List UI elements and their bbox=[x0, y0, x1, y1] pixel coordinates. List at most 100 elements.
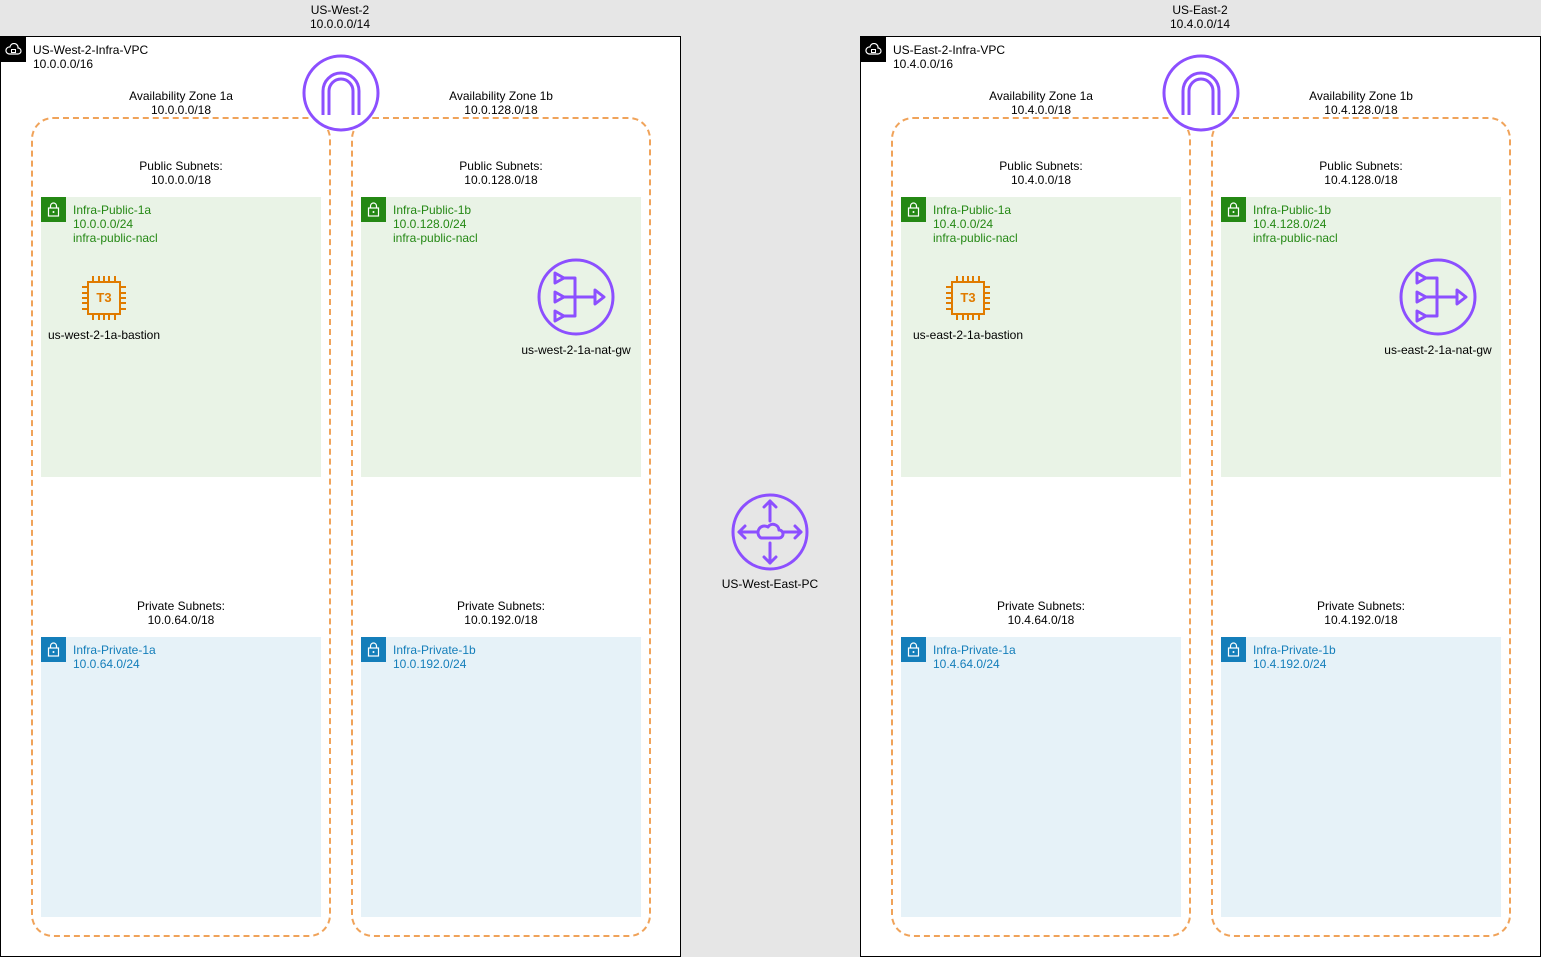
subnet-private-west-1b-text: Infra-Private-1b 10.0.192.0/24 bbox=[393, 643, 476, 671]
nat-gateway-icon[interactable] bbox=[1399, 258, 1477, 336]
subnet-infra-private-west-1a: Infra-Private-1a 10.0.64.0/24 bbox=[41, 637, 321, 917]
private-subnets-title: Private Subnets: bbox=[996, 599, 1086, 613]
subnet-infra-public-east-1a: Infra-Public-1a 10.4.0.0/24 infra-public… bbox=[901, 197, 1181, 477]
az-west-1b-cidr: 10.0.128.0/18 bbox=[464, 103, 538, 117]
bastion-east-label: us-east-2-1a-bastion bbox=[912, 328, 1024, 342]
private-subnets-cidr: 10.0.192.0/18 bbox=[464, 613, 538, 627]
vpc-east-name: US-East-2-Infra-VPC bbox=[893, 43, 1006, 57]
private-subnets-title: Private Subnets: bbox=[1316, 599, 1406, 613]
internet-gateway-icon[interactable] bbox=[302, 54, 380, 132]
private-subnets-west-1a-label: Private Subnets: 10.0.64.0/18 bbox=[81, 599, 281, 627]
private-subnets-cidr: 10.4.192.0/18 bbox=[1324, 613, 1398, 627]
subnet-cidr: 10.0.192.0/24 bbox=[393, 657, 467, 671]
az-west-1b bbox=[351, 117, 651, 937]
nat-gateway-icon[interactable] bbox=[537, 258, 615, 336]
az-east-1b-label: Availability Zone 1b 10.4.128.0/18 bbox=[1261, 89, 1461, 117]
az-west-1b-name: Availability Zone 1b bbox=[449, 89, 553, 103]
subnet-west-1a-text: Infra-Public-1a 10.0.0.0/24 infra-public… bbox=[73, 203, 158, 245]
region-east-name: US-East-2 bbox=[1172, 3, 1228, 17]
subnet-nacl: infra-public-nacl bbox=[73, 231, 158, 245]
public-subnets-east-1b-label: Public Subnets: 10.4.128.0/18 bbox=[1261, 159, 1461, 187]
subnet-name: Infra-Private-1a bbox=[933, 643, 1016, 657]
public-subnets-cidr: 10.4.0.0/18 bbox=[1010, 173, 1072, 187]
vpc-west-cidr: 10.0.0.0/16 bbox=[33, 57, 94, 71]
az-east-1a-name: Availability Zone 1a bbox=[989, 89, 1093, 103]
ec2-t3-instance-icon[interactable]: T3 bbox=[943, 273, 993, 323]
instance-type: T3 bbox=[960, 290, 976, 305]
bastion-west-label: us-west-2-1a-bastion bbox=[47, 328, 161, 342]
public-subnets-title: Public Subnets: bbox=[459, 159, 543, 173]
nat-gw-west-label: us-west-2-1a-nat-gw bbox=[521, 343, 631, 357]
subnet-cidr: 10.0.128.0/24 bbox=[393, 217, 467, 231]
subnet-cidr: 10.4.0.0/24 bbox=[933, 217, 994, 231]
subnet-west-1b-text: Infra-Public-1b 10.0.128.0/24 infra-publ… bbox=[393, 203, 478, 245]
subnet-infra-public-east-1b: Infra-Public-1b 10.4.128.0/24 infra-publ… bbox=[1221, 197, 1501, 477]
private-subnets-title: Private Subnets: bbox=[136, 599, 226, 613]
subnet-name: Infra-Public-1b bbox=[1253, 203, 1332, 217]
vpc-west-name: US-West-2-Infra-VPC bbox=[33, 43, 149, 57]
public-subnets-east-1a-label: Public Subnets: 10.4.0.0/18 bbox=[941, 159, 1141, 187]
subnet-east-1b-text: Infra-Public-1b 10.4.128.0/24 infra-publ… bbox=[1253, 203, 1338, 245]
padlock-icon bbox=[361, 637, 386, 662]
padlock-icon bbox=[901, 637, 926, 662]
subnet-infra-private-east-1b: Infra-Private-1b 10.4.192.0/24 bbox=[1221, 637, 1501, 917]
vpc-east: US-East-2-Infra-VPC 10.4.0.0/16 Availabi… bbox=[860, 36, 1541, 957]
subnet-cidr: 10.0.64.0/24 bbox=[73, 657, 140, 671]
subnet-private-east-1a-text: Infra-Private-1a 10.4.64.0/24 bbox=[933, 643, 1016, 671]
public-subnets-title: Public Subnets: bbox=[999, 159, 1083, 173]
az-west-1a-cidr: 10.0.0.0/18 bbox=[150, 103, 212, 117]
az-east-1a-cidr: 10.4.0.0/18 bbox=[1010, 103, 1072, 117]
vpc-cloud-icon bbox=[861, 37, 886, 62]
public-subnets-cidr: 10.0.0.0/18 bbox=[150, 173, 212, 187]
ec2-t3-instance-icon[interactable]: T3 bbox=[79, 273, 129, 323]
padlock-icon bbox=[41, 637, 66, 662]
public-subnets-west-1b-label: Public Subnets: 10.0.128.0/18 bbox=[401, 159, 601, 187]
padlock-icon bbox=[1221, 637, 1246, 662]
subnet-name: Infra-Public-1a bbox=[73, 203, 152, 217]
peering-connection-icon[interactable] bbox=[731, 493, 809, 571]
subnet-infra-private-west-1b: Infra-Private-1b 10.0.192.0/24 bbox=[361, 637, 641, 917]
az-east-1a bbox=[891, 117, 1191, 937]
private-subnets-cidr: 10.0.64.0/18 bbox=[147, 613, 215, 627]
subnet-infra-public-west-1b: Infra-Public-1b 10.0.128.0/24 infra-publ… bbox=[361, 197, 641, 477]
public-subnets-cidr: 10.0.128.0/18 bbox=[464, 173, 538, 187]
subnet-infra-public-west-1a: Infra-Public-1a 10.0.0.0/24 infra-public… bbox=[41, 197, 321, 477]
az-east-1b bbox=[1211, 117, 1511, 937]
vpc-cloud-icon bbox=[1, 37, 26, 62]
nat-gw-east-label: us-east-2-1a-nat-gw bbox=[1384, 343, 1492, 357]
subnet-name: Infra-Private-1b bbox=[393, 643, 476, 657]
az-west-1a-name: Availability Zone 1a bbox=[129, 89, 233, 103]
subnet-infra-private-east-1a: Infra-Private-1a 10.4.64.0/24 bbox=[901, 637, 1181, 917]
public-subnets-title: Public Subnets: bbox=[1319, 159, 1403, 173]
vpc-west-label: US-West-2-Infra-VPC 10.0.0.0/16 bbox=[33, 43, 148, 71]
vpc-west: US-West-2-Infra-VPC 10.0.0.0/16 Availabi… bbox=[0, 36, 681, 957]
padlock-icon bbox=[41, 197, 66, 222]
region-west-cidr: 10.0.0.0/14 bbox=[309, 17, 371, 31]
az-east-1a-label: Availability Zone 1a 10.4.0.0/18 bbox=[941, 89, 1141, 117]
subnet-name: Infra-Public-1a bbox=[933, 203, 1012, 217]
public-subnets-title: Public Subnets: bbox=[139, 159, 223, 173]
private-subnets-west-1b-label: Private Subnets: 10.0.192.0/18 bbox=[401, 599, 601, 627]
region-west-name: US-West-2 bbox=[310, 3, 370, 17]
private-subnets-cidr: 10.4.64.0/18 bbox=[1007, 613, 1075, 627]
subnet-cidr: 10.0.0.0/24 bbox=[73, 217, 134, 231]
private-subnets-east-1a-label: Private Subnets: 10.4.64.0/18 bbox=[941, 599, 1141, 627]
subnet-cidr: 10.4.128.0/24 bbox=[1253, 217, 1327, 231]
padlock-icon bbox=[361, 197, 386, 222]
region-west-label: US-West-2 10.0.0.0/14 bbox=[190, 3, 490, 31]
subnet-cidr: 10.4.64.0/24 bbox=[933, 657, 1000, 671]
instance-type: T3 bbox=[96, 290, 112, 305]
padlock-icon bbox=[901, 197, 926, 222]
public-subnets-cidr: 10.4.128.0/18 bbox=[1324, 173, 1398, 187]
internet-gateway-icon[interactable] bbox=[1162, 54, 1240, 132]
vpc-east-cidr: 10.4.0.0/16 bbox=[893, 57, 954, 71]
public-subnets-west-1a-label: Public Subnets: 10.0.0.0/18 bbox=[81, 159, 281, 187]
private-subnets-title: Private Subnets: bbox=[456, 599, 546, 613]
region-east-label: US-East-2 10.4.0.0/14 bbox=[1050, 3, 1350, 31]
subnet-private-west-1a-text: Infra-Private-1a 10.0.64.0/24 bbox=[73, 643, 156, 671]
subnet-name: Infra-Private-1a bbox=[73, 643, 156, 657]
subnet-private-east-1b-text: Infra-Private-1b 10.4.192.0/24 bbox=[1253, 643, 1336, 671]
subnet-nacl: infra-public-nacl bbox=[1253, 231, 1338, 245]
vpc-east-label: US-East-2-Infra-VPC 10.4.0.0/16 bbox=[893, 43, 1005, 71]
az-east-1b-cidr: 10.4.128.0/18 bbox=[1324, 103, 1398, 117]
